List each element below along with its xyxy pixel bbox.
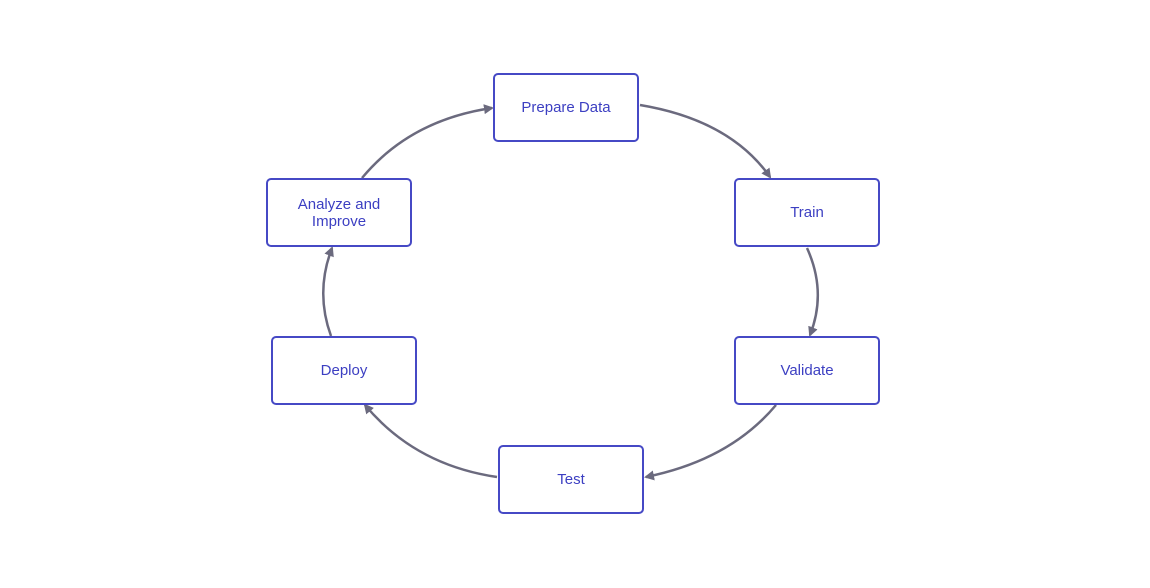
node-analyze-and-improve-label: Analyze and Improve xyxy=(297,195,381,230)
node-analyze-and-improve[interactable]: Analyze and Improve xyxy=(266,178,412,247)
edge-prepare-to-train xyxy=(639,103,772,179)
node-test-label: Test xyxy=(557,471,585,488)
node-deploy-label: Deploy xyxy=(320,362,368,379)
node-train-label: Train xyxy=(790,204,824,221)
edge-train-to-validate xyxy=(805,247,819,337)
node-train[interactable]: Train xyxy=(734,178,880,247)
edge-deploy-to-analyze xyxy=(322,246,334,337)
node-test[interactable]: Test xyxy=(498,445,644,514)
edge-test-to-deploy xyxy=(363,403,498,479)
edge-analyze-to-prepare xyxy=(361,104,494,179)
node-validate[interactable]: Validate xyxy=(734,336,880,405)
node-prepare-data[interactable]: Prepare Data xyxy=(493,73,639,142)
node-deploy[interactable]: Deploy xyxy=(271,336,417,405)
node-prepare-data-label: Prepare Data xyxy=(521,99,611,116)
node-validate-label: Validate xyxy=(780,362,834,379)
edge-validate-to-test xyxy=(644,404,777,481)
